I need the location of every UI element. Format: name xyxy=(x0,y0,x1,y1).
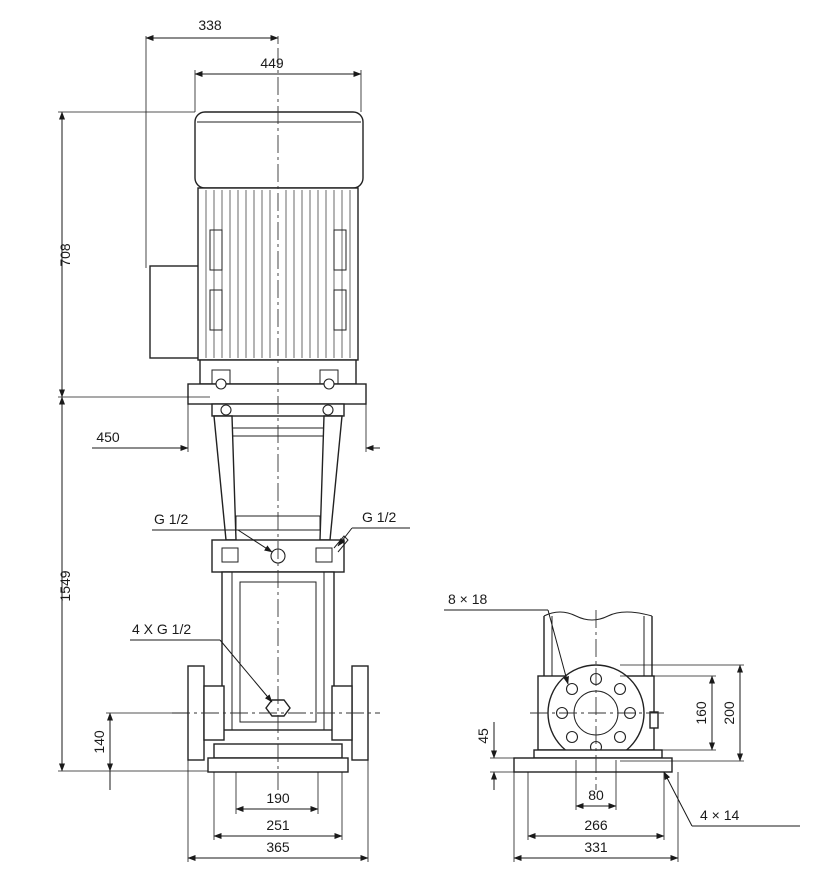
label-4x14: 4 × 14 xyxy=(700,807,740,823)
motor-fan-cover xyxy=(194,111,364,189)
dim-140: 140 xyxy=(91,730,107,754)
dim-200: 200 xyxy=(721,701,737,725)
front-view: 338 449 708 450 1549 140 190 xyxy=(57,17,410,862)
motor-cooling-fins xyxy=(205,190,351,358)
dim-190: 190 xyxy=(266,790,290,806)
dim-338: 338 xyxy=(198,17,222,33)
coupling-lantern xyxy=(211,403,345,541)
dim-251: 251 xyxy=(266,817,290,833)
side-base xyxy=(533,749,663,759)
dim-365: 365 xyxy=(266,839,290,855)
terminal-box xyxy=(149,265,203,359)
dim-160: 160 xyxy=(693,701,709,725)
motor-mounting-plate xyxy=(187,383,367,405)
dim-449: 449 xyxy=(260,55,284,71)
dim-1549: 1549 xyxy=(57,570,73,601)
dim-708: 708 xyxy=(57,243,73,267)
dim-331: 331 xyxy=(584,839,608,855)
dim-266: 266 xyxy=(584,817,608,833)
label-g12-right: G 1/2 xyxy=(362,509,396,525)
label-8x18: 8 × 18 xyxy=(448,591,488,607)
dim-450: 450 xyxy=(96,429,120,445)
dim-80: 80 xyxy=(588,787,604,803)
label-g12-left: G 1/2 xyxy=(154,511,188,527)
label-4xg12: 4 X G 1/2 xyxy=(132,621,191,637)
side-view: 8 × 18 45 160 200 80 266 331 xyxy=(444,591,800,862)
dim-45: 45 xyxy=(475,728,491,744)
